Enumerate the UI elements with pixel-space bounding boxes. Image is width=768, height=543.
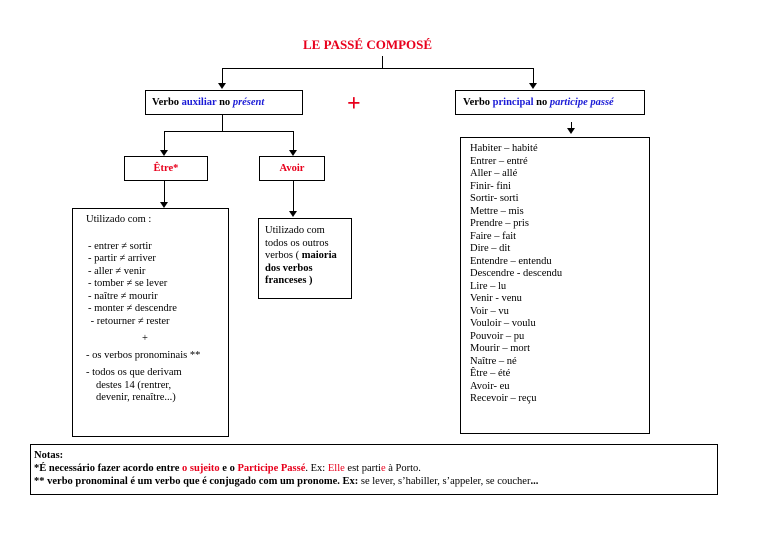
participle-item: Voir – vu [470, 305, 509, 317]
etre-derivam-line: - todos os que derivam [86, 367, 182, 378]
principal-box: Verbo principal no participe passé [455, 90, 645, 115]
etre-item: - naître ≠ mourir [88, 290, 158, 302]
connector-title-down [382, 56, 383, 68]
participles-box: Habiter – habité Entrer – entré Aller – … [460, 137, 650, 434]
note-2-ellipsis: ... [530, 476, 539, 487]
auxiliar-label-2: auxiliar [181, 97, 217, 108]
auxiliar-label-3: no [216, 97, 233, 108]
participle-item: Naître – né [470, 355, 517, 367]
avoir-box: Avoir [259, 156, 325, 181]
etre-item: - entrer ≠ sortir [88, 240, 152, 252]
connector-avoir-down [293, 131, 294, 151]
note-2-text: ** verbo pronominal é um verbo que é con… [34, 476, 361, 487]
note-1-text: à Porto. [385, 463, 421, 474]
connector-etre-list [164, 181, 165, 202]
arrow-to-principal [529, 83, 537, 89]
avoir-usage-line: verbos ( [265, 250, 302, 261]
arrow-to-etre [160, 150, 168, 156]
participle-item: Lire – lu [470, 280, 507, 292]
etre-derivam-line: destes 14 (rentrer, [96, 379, 172, 391]
arrow-to-etre-list [160, 202, 168, 208]
participle-item: Avoir- eu [470, 380, 510, 392]
participle-item: Entendre – entendu [470, 255, 552, 267]
connector-horizontal-top [222, 68, 534, 69]
connector-etre-down [164, 131, 165, 151]
principal-label-3: no [533, 97, 550, 108]
arrow-to-participles [567, 128, 575, 134]
avoir-usage-bold: franceses ) [265, 275, 313, 286]
etre-usage-heading: Utilizado com : [86, 214, 152, 225]
connector-principal-list [571, 122, 572, 128]
note-1-text: *É necessário fazer acordo entre [34, 463, 183, 474]
avoir-usage-bold: maioria [301, 250, 337, 261]
arrow-to-auxiliar [218, 83, 226, 89]
connector-aux-down [222, 115, 223, 131]
avoir-usage-bold: dos verbos [265, 262, 313, 274]
note-1-subject: o sujeito [182, 463, 220, 474]
note-1-elle: Elle [327, 463, 345, 474]
note-1-agreement: e [380, 463, 386, 474]
etre-usage-box: Utilizado com : - entrer ≠ sortir - part… [72, 208, 229, 437]
etre-derivam-line: devenir, renaître...) [96, 392, 176, 403]
connector-aux-horizontal [164, 131, 293, 132]
participle-item: Dire – dit [470, 243, 511, 254]
notes-box: Notas: *É necessário fazer acordo entre … [30, 444, 718, 495]
page-title: LE PASSÉ COMPOSÉ [303, 37, 433, 52]
plus-sign: + [347, 91, 361, 117]
auxiliar-label-1: Verbo [152, 97, 182, 108]
participle-item: Aller – allé [470, 168, 518, 179]
auxiliar-label-4: présent [232, 97, 265, 108]
participle-item: Prendre – pris [470, 218, 529, 229]
participle-item: Sortir- sorti [470, 193, 519, 204]
etre-item: - aller ≠ venir [88, 265, 146, 277]
participle-item: Mettre – mis [470, 205, 524, 217]
avoir-usage-line: Utilizado com [265, 225, 325, 236]
participle-item: Être – été [470, 368, 511, 379]
etre-item: - tomber ≠ se lever [88, 278, 168, 289]
connector-left-down [222, 68, 223, 84]
note-2-examples: se lever, s’habiller, s’appeler, se couc… [360, 476, 531, 487]
participle-item: Entrer – entré [470, 155, 528, 167]
participle-item: Venir - venu [470, 293, 522, 304]
etre-pronominais: - os verbos pronominais ** [86, 349, 201, 361]
etre-box: Être* [124, 156, 208, 181]
participle-item: Habiter – habité [470, 143, 538, 154]
note-1-text: est parti [344, 463, 381, 474]
principal-label-1: Verbo [463, 97, 493, 108]
etre-plus: + [142, 333, 148, 344]
participle-item: Descendre - descendu [470, 268, 563, 279]
note-1-text: . Ex: [305, 463, 328, 474]
note-1-participe: Participe Passé [237, 463, 306, 474]
etre-item: - monter ≠ descendre [88, 303, 177, 314]
principal-label-2: principal [492, 97, 534, 108]
participle-item: Vouloir – voulu [470, 318, 536, 329]
participle-item: Mourir – mort [470, 343, 531, 354]
avoir-usage-box: Utilizado com todos os outros verbos ( m… [258, 218, 352, 299]
participle-item: Recevoir – reçu [470, 393, 537, 404]
participle-item: Pouvoir – pu [470, 330, 525, 342]
auxiliar-box: Verbo auxiliar no présent [145, 90, 303, 115]
avoir-usage-line: todos os outros [265, 237, 329, 249]
note-1-text: e o [219, 463, 238, 474]
arrow-to-avoir-list [289, 211, 297, 217]
principal-label-4: participe passé [549, 97, 614, 108]
notes-heading: Notas: [34, 450, 64, 461]
etre-item: - partir ≠ arriver [88, 253, 156, 264]
participle-item: Finir- fini [470, 180, 511, 192]
etre-item: - retourner ≠ rester [88, 315, 170, 327]
connector-right-down [533, 68, 534, 84]
participle-item: Faire – fait [470, 230, 517, 242]
connector-avoir-list [293, 181, 294, 211]
arrow-to-avoir [289, 150, 297, 156]
